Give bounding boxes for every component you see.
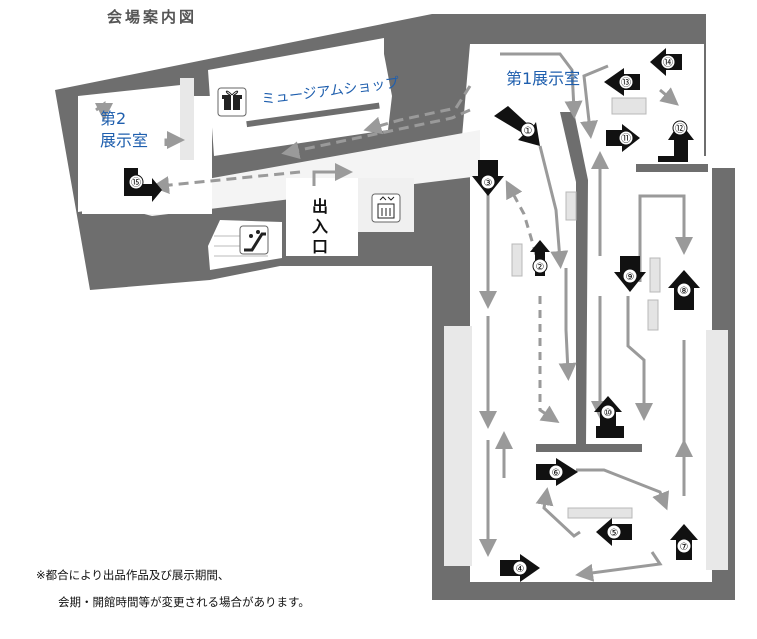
svg-text:出: 出 [312,197,328,216]
marker-15: ⑮ [128,174,144,190]
elevator-icon [371,193,401,223]
marker-7: ⑦ [676,538,692,554]
svg-text:入: 入 [312,217,328,236]
svg-text:⑬: ⑬ [621,77,631,89]
map-title: 会場案内図 [107,8,198,26]
marker-3: ③ [480,174,496,190]
display-cases [511,97,661,519]
svg-text:④: ④ [516,564,525,575]
svg-text:⑧: ⑧ [680,286,689,297]
marker-14: ⑭ [660,54,676,70]
escalator-icon [239,225,269,255]
svg-text:⑪: ⑪ [621,133,631,145]
gallery-1-label: 第1展示室 [506,69,580,88]
marker-10: ⑩ [600,404,616,420]
svg-text:③: ③ [484,178,493,189]
corridor-routes [151,85,679,195]
entrance-arrow [95,101,353,186]
svg-text:⑮: ⑮ [131,177,141,189]
svg-text:⑩: ⑩ [604,408,613,419]
svg-text:⑫: ⑫ [675,123,685,135]
gallery-2-label-line2: 展示室 [100,131,148,150]
gallery-2-label-line1: 第2 [100,109,126,128]
notice-line-2: 会期・開館時間等が変更される場合があります。 [58,595,310,609]
shop-counter [246,102,380,128]
tour-routes [479,52,693,582]
svg-text:⑦: ⑦ [680,542,689,553]
notice-line-1: ※都合により出品作品及び展示期間、 [36,568,230,582]
svg-text:⑤: ⑤ [610,528,619,539]
entrance-label: 出 入 口 [312,197,328,256]
route-markers: ① ② ③ ④ ⑤ ⑥ ⑦ ⑧ ⑨ ⑩ ⑪ ⑫ ⑬ ⑭ ⑮ [128,54,692,576]
marker-11: ⑪ [618,130,634,146]
gift-icon [217,87,247,117]
svg-text:①: ① [524,126,533,137]
shop-floor [208,38,392,156]
svg-text:②: ② [536,262,545,273]
marker-6: ⑥ [548,464,564,480]
marker-9: ⑨ [622,268,638,284]
marker-2: ② [532,258,548,274]
marker-5: ⑤ [606,524,622,540]
gallery-1-partitions [180,78,728,570]
svg-text:口: 口 [312,237,328,256]
entrance-floor [286,178,414,256]
marker-1: ① [520,122,536,138]
marker-8: ⑧ [676,282,692,298]
marker-12: ⑫ [672,120,688,136]
marker-13: ⑬ [618,74,634,90]
svg-text:⑥: ⑥ [552,468,561,479]
marker-4: ④ [512,560,528,576]
svg-text:⑨: ⑨ [626,272,635,283]
svg-text:⑭: ⑭ [663,57,673,69]
